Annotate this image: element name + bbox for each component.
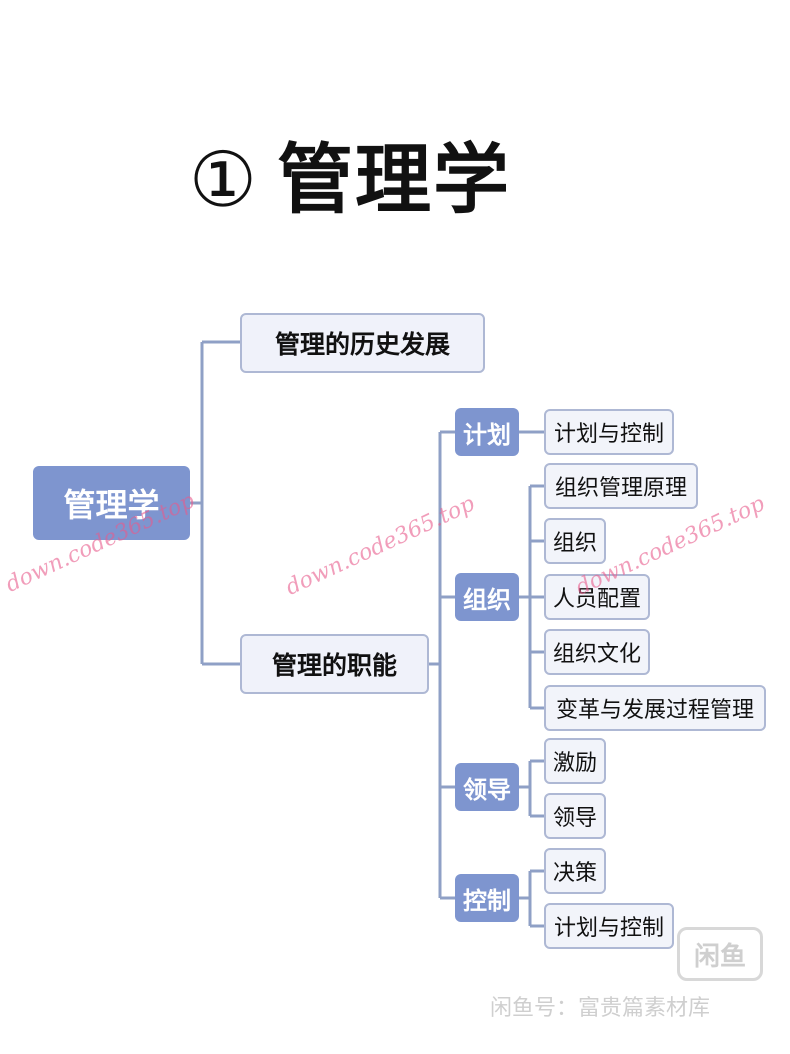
leaf-leadership: 领导 (544, 793, 606, 839)
node-planning: 计划 (455, 408, 519, 456)
branch-functions: 管理的职能 (240, 634, 429, 694)
node-controlling: 控制 (455, 874, 519, 922)
title-text: 管理学 (277, 135, 512, 224)
platform-logo: 闲鱼 (677, 927, 763, 981)
branch-history: 管理的历史发展 (240, 313, 485, 373)
leaf-staffing: 人员配置 (544, 574, 650, 620)
footer-account: 闲鱼号：富贵篇素材库 (490, 996, 711, 1021)
leaf-control-planning: 计划与控制 (544, 903, 674, 949)
leaf-change-management: 变革与发展过程管理 (544, 685, 766, 731)
title-number: ① (188, 135, 260, 224)
leaf-motivation: 激励 (544, 738, 606, 784)
leaf-organization: 组织 (544, 518, 606, 564)
leaf-org-principles: 组织管理原理 (544, 463, 698, 509)
leaf-decision: 决策 (544, 848, 606, 894)
node-organizing: 组织 (455, 573, 519, 621)
node-leading: 领导 (455, 763, 519, 811)
mindmap-root: 管理学 (33, 466, 190, 540)
leaf-org-culture: 组织文化 (544, 629, 650, 675)
leaf-planning-control: 计划与控制 (544, 409, 674, 455)
